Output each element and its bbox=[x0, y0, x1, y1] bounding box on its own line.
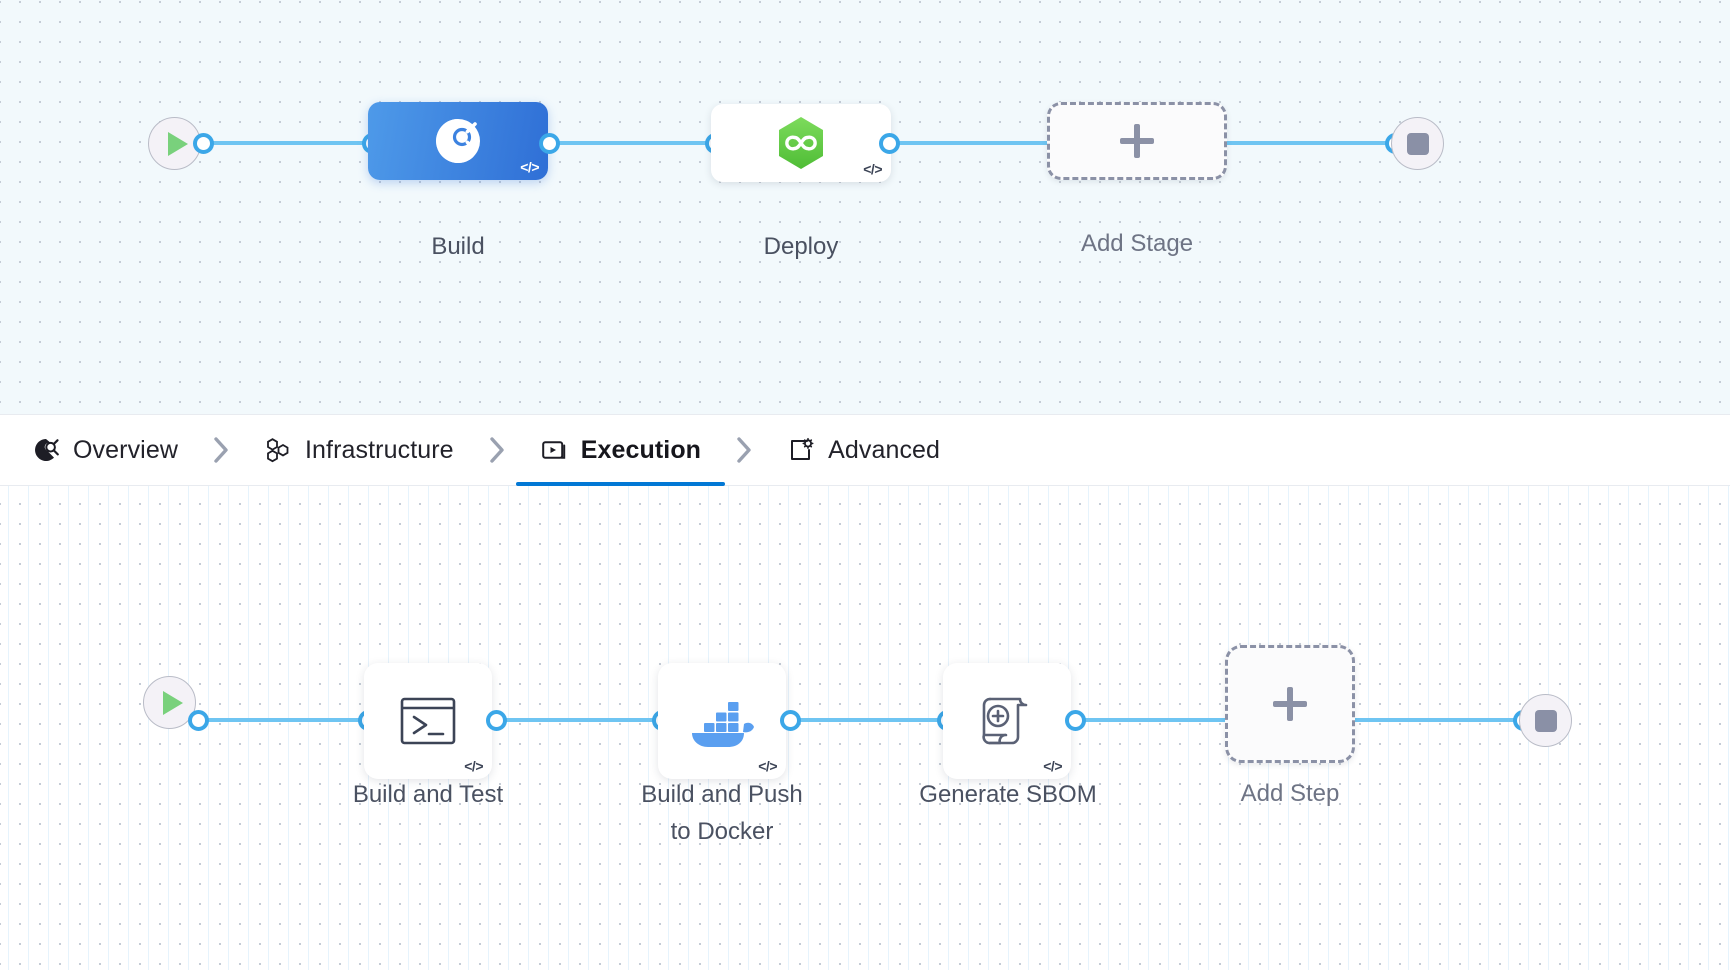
step-label-build-and-test: Build and Test bbox=[352, 781, 504, 808]
sbom-scroll-icon bbox=[982, 697, 1028, 745]
step-port-start-out[interactable] bbox=[188, 710, 209, 731]
execution-start-node[interactable] bbox=[143, 676, 196, 729]
step-connector-docker-sbom bbox=[765, 718, 940, 722]
code-badge-icon: </> bbox=[863, 161, 882, 177]
tab-label-overview: Overview bbox=[73, 435, 178, 464]
stage-graph-canvas[interactable]: </> Build </> Deploy bbox=[0, 0, 1730, 414]
code-badge-icon: </> bbox=[520, 159, 539, 175]
tab-label-execution: Execution bbox=[580, 435, 702, 464]
code-badge-icon: </> bbox=[758, 758, 777, 774]
tab-separator bbox=[460, 434, 534, 466]
stage-connector-start-build bbox=[205, 141, 375, 145]
tab-separator bbox=[707, 434, 781, 466]
add-stage-label: Add Stage bbox=[1080, 230, 1194, 257]
infrastructure-icon bbox=[264, 436, 292, 464]
step-label-generate-sbom: Generate SBOM bbox=[919, 781, 1097, 808]
add-stage-button[interactable] bbox=[1047, 102, 1227, 180]
play-icon bbox=[162, 690, 183, 715]
stage-connector-addstage-end bbox=[1225, 141, 1400, 145]
advanced-icon bbox=[787, 436, 815, 464]
step-port-sbom-out[interactable] bbox=[1065, 710, 1086, 731]
tab-separator bbox=[184, 434, 258, 466]
tab-infrastructure[interactable]: Infrastructure bbox=[258, 414, 460, 486]
execution-icon bbox=[540, 436, 568, 464]
stage-port-deploy-out[interactable] bbox=[879, 133, 900, 154]
stage-port-build-out[interactable] bbox=[539, 133, 560, 154]
stop-icon bbox=[1534, 709, 1557, 732]
step-connector-build-docker bbox=[483, 718, 658, 722]
harness-ci-icon bbox=[436, 119, 480, 164]
harness-cd-icon bbox=[779, 117, 823, 169]
stage-config-tabs: Overview Infrastructure bbox=[0, 414, 1730, 486]
tab-advanced[interactable]: Advanced bbox=[781, 414, 946, 486]
terminal-icon bbox=[400, 697, 456, 745]
chevron-right-icon bbox=[737, 437, 751, 463]
stage-node-build[interactable]: </> bbox=[368, 102, 548, 180]
stage-connector-deploy-addstage bbox=[880, 141, 1055, 145]
stage-connector-build-deploy bbox=[545, 141, 720, 145]
plus-icon bbox=[1273, 687, 1307, 721]
code-badge-icon: </> bbox=[1043, 758, 1062, 774]
chevron-right-icon bbox=[489, 437, 504, 463]
stage-port-start-out[interactable] bbox=[193, 133, 214, 154]
stage-label-deploy: Deploy bbox=[763, 233, 839, 260]
chevron-right-icon bbox=[214, 437, 228, 463]
tab-label-infrastructure: Infrastructure bbox=[305, 435, 454, 464]
overview-icon bbox=[32, 436, 60, 464]
plus-icon bbox=[1120, 124, 1154, 158]
step-connector-start-build bbox=[198, 718, 378, 722]
step-port-docker-out[interactable] bbox=[780, 710, 801, 731]
tab-label-advanced: Advanced bbox=[828, 435, 941, 464]
step-connector-addstep-end bbox=[1350, 718, 1530, 722]
code-badge-icon: </> bbox=[464, 758, 483, 774]
execution-end-node[interactable] bbox=[1519, 694, 1572, 747]
step-node-build-and-test[interactable]: </> bbox=[364, 663, 492, 779]
stage-node-deploy[interactable]: </> bbox=[711, 104, 891, 182]
add-step-button[interactable] bbox=[1225, 645, 1355, 763]
docker-icon bbox=[692, 702, 754, 747]
step-port-buildtest-out[interactable] bbox=[486, 710, 507, 731]
pipeline-start-node[interactable] bbox=[148, 117, 201, 170]
stage-label-build: Build bbox=[431, 233, 485, 260]
stop-icon bbox=[1406, 132, 1429, 155]
tab-overview[interactable]: Overview bbox=[26, 414, 184, 486]
add-step-label: Add Step bbox=[1240, 780, 1340, 807]
step-node-generate-sbom[interactable]: </> bbox=[943, 663, 1071, 779]
step-label-build-and-push-to-docker: Build and Push to Docker bbox=[641, 781, 803, 846]
step-node-build-and-push-to-docker[interactable]: </> bbox=[658, 663, 786, 779]
step-connector-sbom-addstep bbox=[1048, 718, 1228, 722]
pipeline-end-node[interactable] bbox=[1391, 117, 1444, 170]
tab-execution[interactable]: Execution bbox=[515, 414, 726, 486]
play-icon bbox=[167, 131, 188, 156]
execution-graph-canvas[interactable]: </> Build and Test </> Build a bbox=[0, 486, 1730, 970]
